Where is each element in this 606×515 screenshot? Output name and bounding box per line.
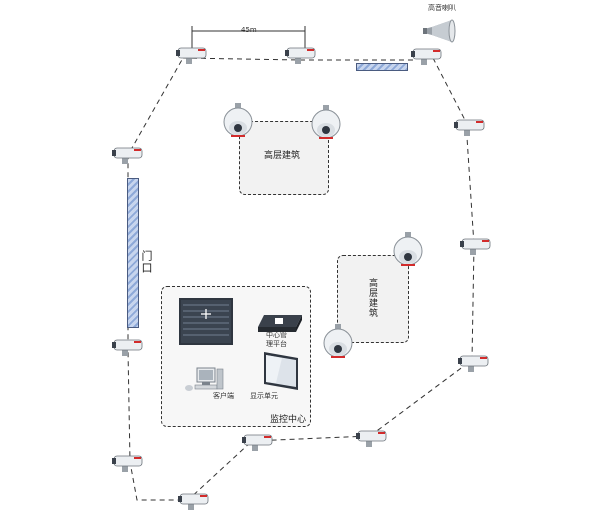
dome-camera-icon <box>310 105 342 143</box>
bullet-camera-icon <box>110 337 144 357</box>
bullet-camera-icon <box>174 45 208 65</box>
display-label: 显示单元 <box>250 392 278 400</box>
client-pc-icon <box>184 366 224 392</box>
bullet-camera-icon <box>176 491 210 511</box>
high-rise-building-right: 高层建筑 <box>337 255 409 343</box>
bullet-camera-icon <box>240 432 274 452</box>
dome-camera-icon <box>392 232 424 270</box>
high-rise-building-top: 高层建筑 <box>239 121 329 195</box>
building-top-label: 高层建筑 <box>264 151 301 161</box>
bullet-camera-icon <box>110 453 144 473</box>
dome-camera-icon <box>222 103 254 141</box>
bullet-camera-icon <box>283 45 317 65</box>
server-icon <box>179 298 233 345</box>
client-label: 客户端 <box>213 392 234 400</box>
gate-label: 门口 <box>140 250 153 274</box>
nvr-icon <box>258 313 302 333</box>
monitor-center-label: 监控中心 <box>270 415 307 425</box>
bullet-camera-icon <box>456 353 490 373</box>
measure-label: 45m <box>241 26 257 34</box>
nvr-label-line2: 理平台 <box>266 340 287 348</box>
bullet-camera-icon <box>409 46 443 66</box>
gate-fence <box>127 178 139 328</box>
nvr-label-line1: 中心管 <box>266 331 287 339</box>
top-fence <box>356 63 408 71</box>
loudspeaker-icon <box>422 18 456 44</box>
bullet-camera-icon <box>354 428 388 448</box>
bullet-camera-icon <box>458 236 492 256</box>
loudspeaker-label: 高音喇叭 <box>428 4 456 12</box>
building-right-label: 高层建筑 <box>367 278 377 318</box>
bullet-camera-icon <box>452 117 486 137</box>
bullet-camera-icon <box>110 145 144 165</box>
dome-camera-icon <box>322 324 354 362</box>
display-monitor-icon <box>262 350 300 392</box>
